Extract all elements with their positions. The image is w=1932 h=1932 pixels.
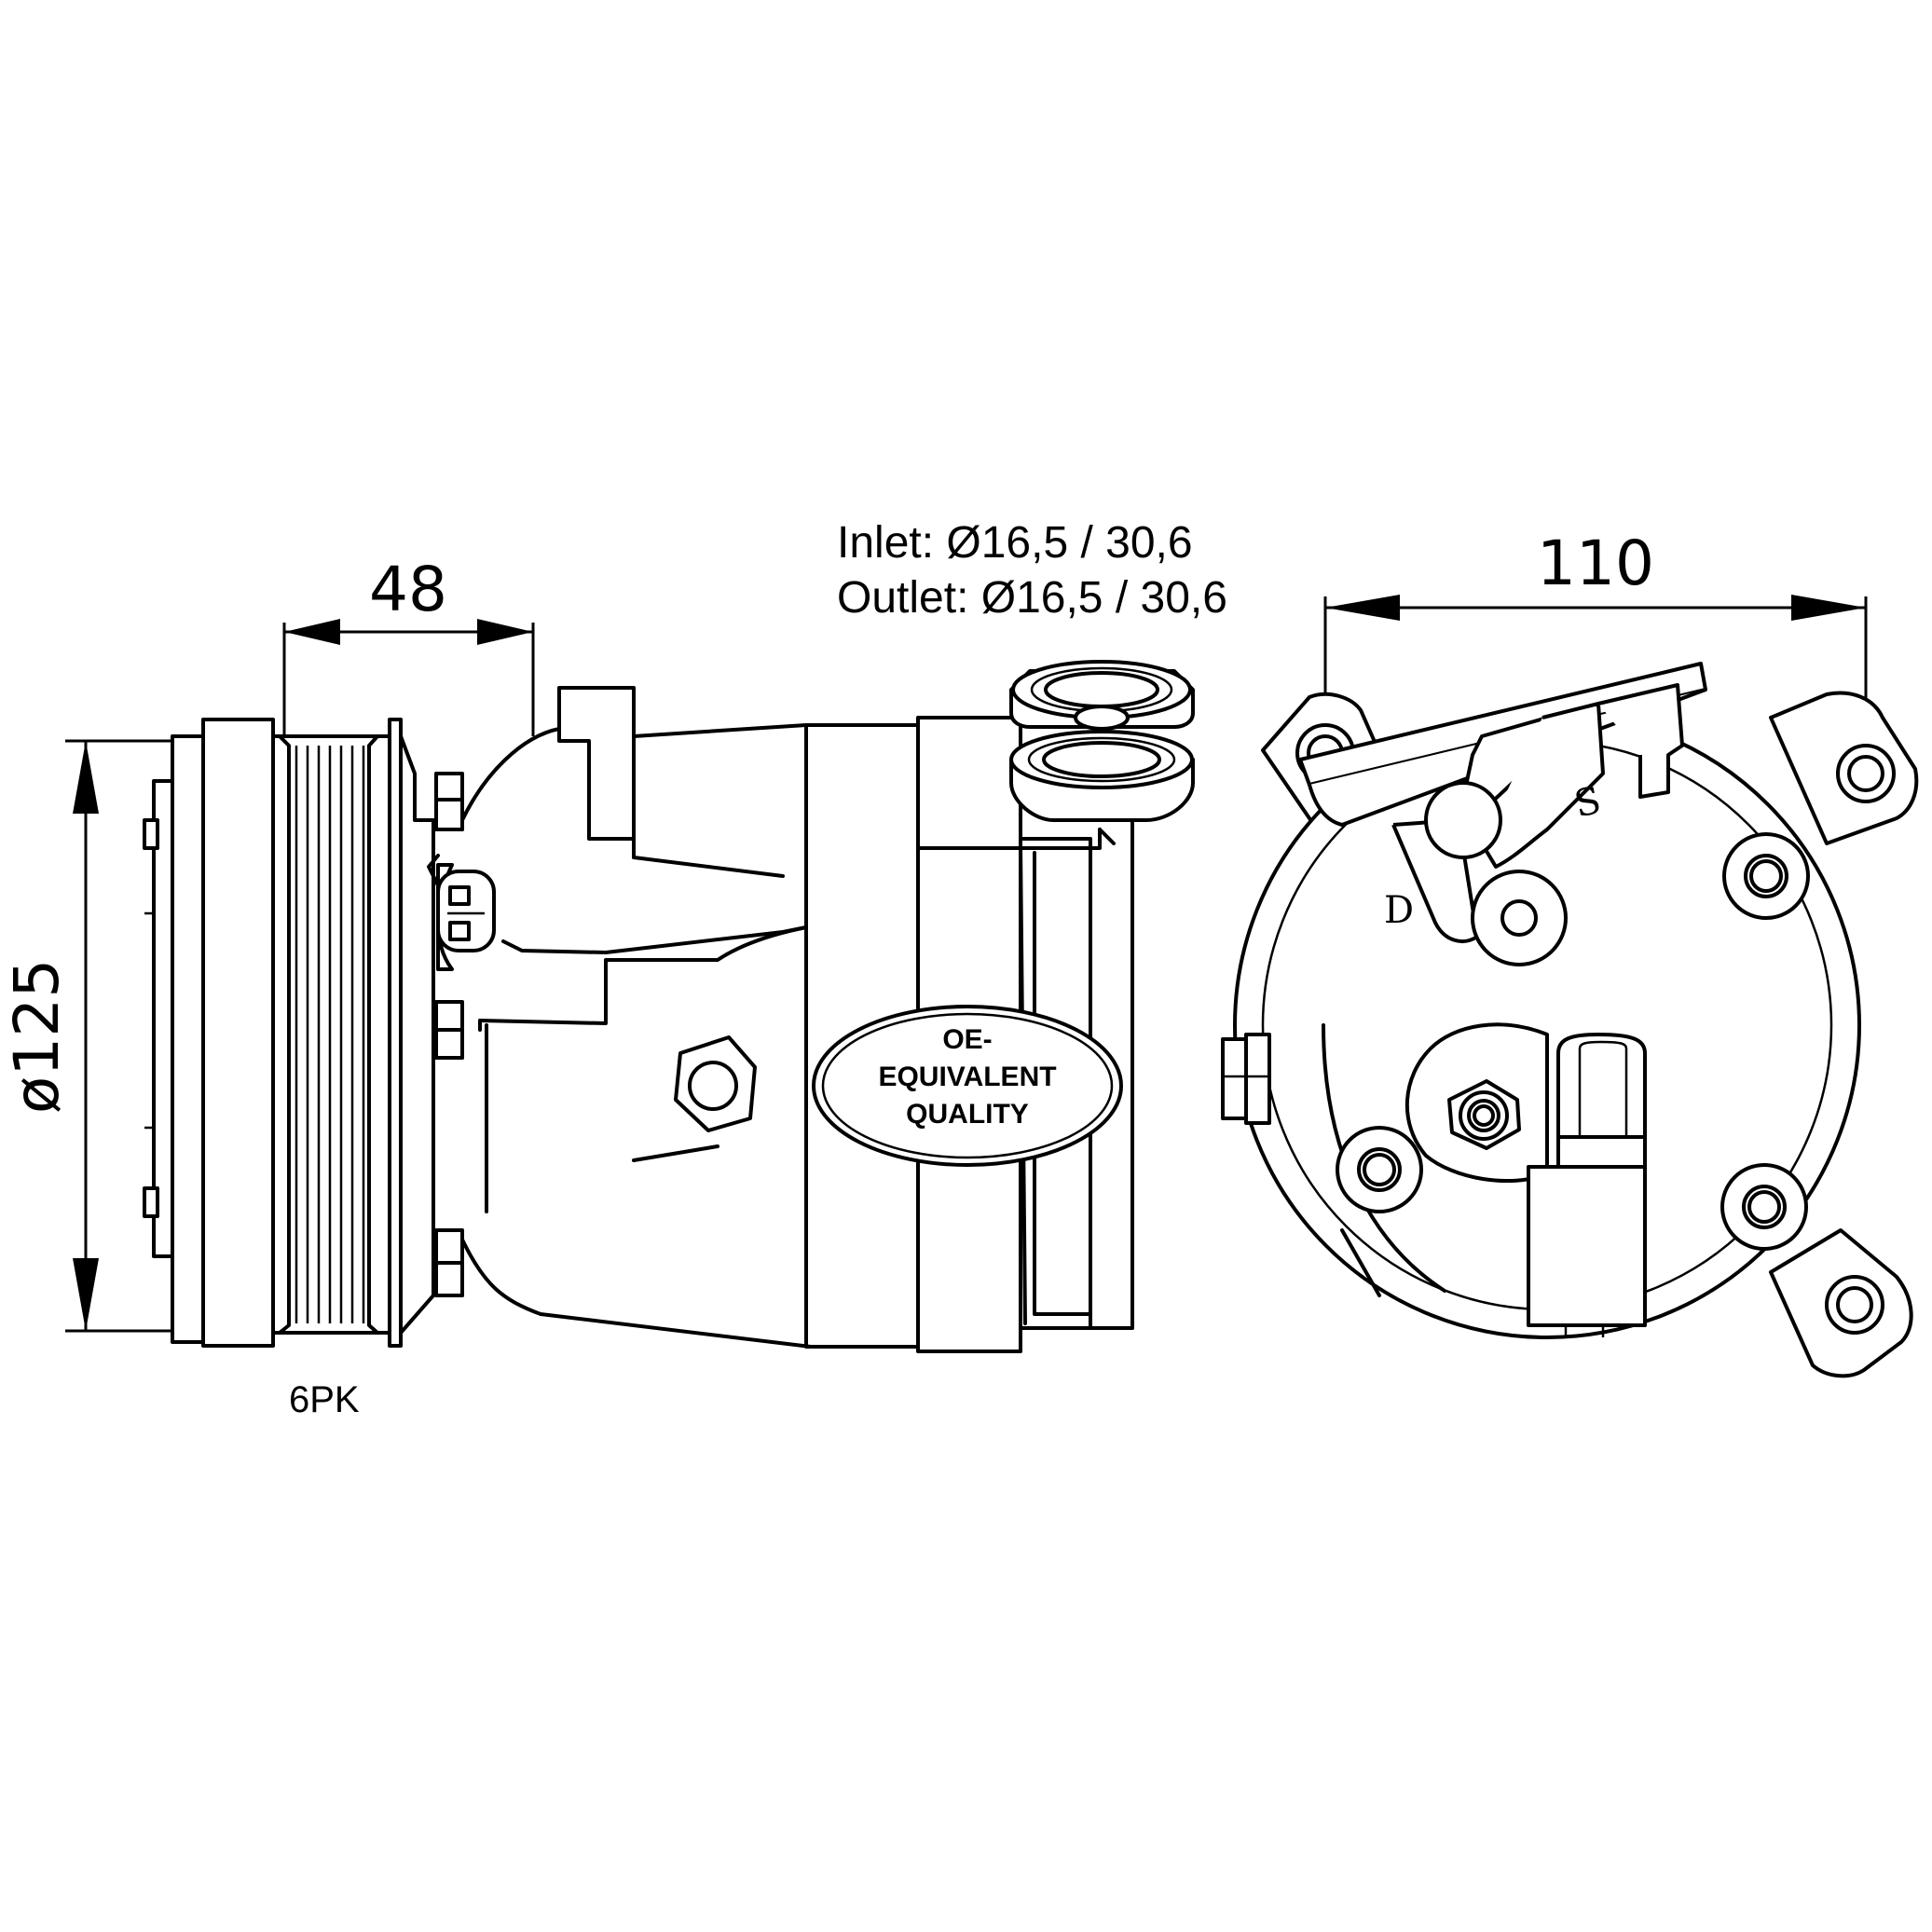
- dimension-pulley-diameter: ø125: [1, 739, 228, 1333]
- bolt-bosses: [1336, 832, 1810, 1251]
- pulley: [201, 718, 403, 1348]
- pulley-diameter-label: ø125: [1, 959, 73, 1114]
- discharge-port-label: D: [1384, 889, 1414, 932]
- control-valve: [1405, 1022, 1549, 1184]
- hex-nut: [674, 1035, 757, 1132]
- belt-spec: 6PK: [289, 1379, 360, 1420]
- badge-line-2: EQUIVALENT: [878, 1062, 1056, 1092]
- front-bolts: [434, 772, 464, 1297]
- dimension-mount-width: 110: [1323, 528, 1868, 736]
- compressor-side-view: OE- EQUIVALENT QUALITY: [143, 660, 1195, 1353]
- mount-width-label: 110: [1537, 528, 1654, 599]
- manifold: [1298, 662, 1707, 966]
- port-flanges: [1009, 660, 1195, 822]
- outlet-spec: Outlet: Ø16,5 / 30,6: [837, 573, 1227, 623]
- arrowhead: [73, 1258, 99, 1331]
- pressure-switch: [1527, 1033, 1647, 1337]
- arrowhead: [477, 619, 533, 645]
- pulley-grooves: [295, 746, 365, 1323]
- side-nut: [1221, 1033, 1271, 1125]
- inlet-spec: Inlet: Ø16,5 / 30,6: [837, 518, 1193, 568]
- pulley-width-label: 48: [369, 554, 447, 625]
- electrical-connector: [436, 863, 496, 971]
- clutch-plate: [143, 734, 207, 1344]
- badge-line-1: OE-: [942, 1024, 992, 1055]
- arrowhead: [284, 619, 340, 645]
- dimension-pulley-width: 48: [282, 554, 535, 736]
- arrowhead: [1791, 595, 1866, 621]
- arrowhead: [1325, 595, 1400, 621]
- mounting-ears: [1261, 691, 1919, 1378]
- compressor-rear-view: D S: [1221, 662, 1919, 1378]
- badge-line-3: QUALITY: [906, 1099, 1029, 1130]
- oe-quality-badge: OE- EQUIVALENT QUALITY: [812, 1005, 1123, 1167]
- arrowhead: [73, 741, 99, 814]
